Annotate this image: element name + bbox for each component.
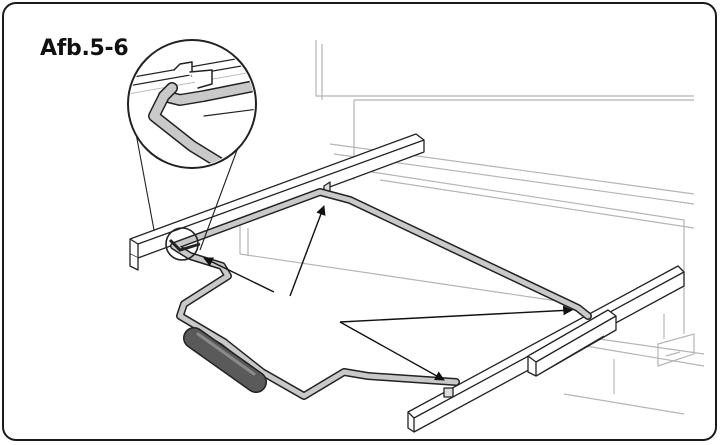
arrows: [203, 205, 573, 381]
rack-handle-grip: [183, 327, 267, 393]
arrow-to-front-right: [339, 321, 445, 381]
rack-illustration: [127, 39, 705, 433]
figure-frame: Afb.5-6: [2, 2, 717, 441]
arrow-to-rear-hook: [289, 205, 326, 297]
oven-interior: [239, 40, 705, 415]
detail-magnifier: [127, 39, 257, 261]
arrow-to-right-rail: [339, 305, 573, 323]
arrow-to-left-hook: [203, 257, 275, 293]
figure-label: Afb.5-6: [40, 36, 129, 61]
telescopic-rail-right: [407, 265, 685, 433]
